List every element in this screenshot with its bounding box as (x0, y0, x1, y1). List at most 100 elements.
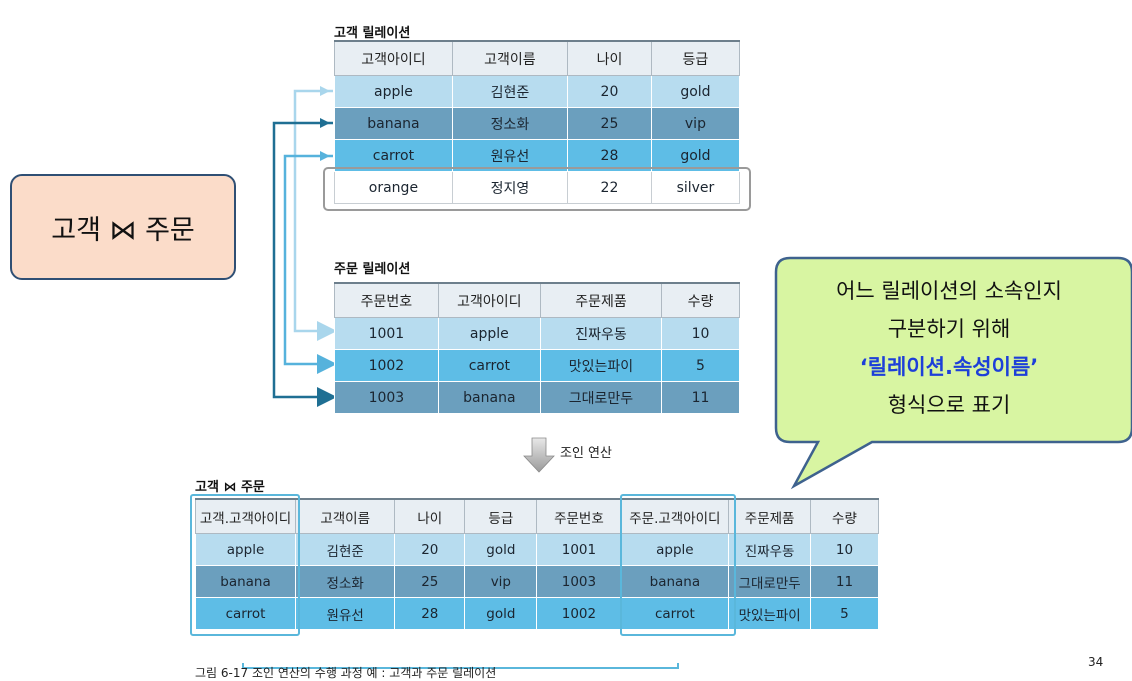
column-header: 고객이름 (451, 40, 569, 76)
column-header: 고객.고객아이디 (194, 498, 297, 534)
table-cell: 20 (394, 533, 466, 566)
table-row: apple 김현준 20 gold 1001 apple 진짜우동 10 (194, 533, 880, 566)
down-arrow-icon (523, 437, 555, 473)
table-cell: 1002 (334, 349, 439, 382)
table-cell: apple (437, 317, 541, 350)
callout-bubble (774, 256, 1132, 490)
callout-line: 형식으로 표기 (887, 393, 1011, 417)
column-header: 주문.고객아이디 (620, 498, 730, 534)
column-header: 수량 (661, 282, 740, 318)
table-row: carrot 원유선 28 gold (334, 139, 741, 172)
table-row: 1003 banana 그대로만두 11 (334, 381, 740, 414)
table-cell: 10 (809, 533, 880, 566)
result-table: 고객.고객아이디 고객이름 나이 등급 주문번호 주문.고객아이디 주문제품 수… (194, 498, 880, 630)
table-cell: 그대로만두 (728, 565, 811, 598)
order-table: 주문번호 고객아이디 주문제품 수량 1001 apple 진짜우동 10 10… (334, 282, 740, 414)
column-header: 고객아이디 (334, 40, 453, 76)
table-cell: carrot (437, 349, 541, 382)
table-cell: 원유선 (295, 597, 396, 630)
table-header-row: 고객아이디 고객이름 나이 등급 (334, 40, 741, 76)
column-header: 주문번호 (334, 282, 439, 318)
order-relation-caption: 주문 릴레이션 (334, 262, 411, 277)
table-cell: carrot (194, 597, 297, 630)
table-row: 1002 carrot 맛있는파이 5 (334, 349, 740, 382)
table-row: carrot 원유선 28 gold 1002 carrot 맛있는파이 5 (194, 597, 880, 630)
table-cell: 28 (394, 597, 466, 630)
order-customer-id-column-highlight (620, 494, 736, 636)
table-row: 1001 apple 진짜우동 10 (334, 317, 740, 350)
column-header: 주문번호 (536, 498, 622, 534)
table-cell: apple (194, 533, 297, 566)
column-header: 주문제품 (728, 498, 811, 534)
excluded-row-highlight (323, 167, 751, 211)
callout-text: 어느 릴레이션의 소속인지 구분하기 위해 ‘릴레이션.속성이름’ 형식으로 표… (780, 272, 1118, 424)
callout-emphasis: ‘릴레이션.속성이름’ (859, 355, 1039, 379)
table-cell: apple (334, 75, 453, 108)
table-cell: 김현준 (451, 75, 569, 108)
table-cell: 1002 (536, 597, 622, 630)
join-operation-label: 조인 연산 (560, 446, 612, 461)
table-cell: 1003 (334, 381, 439, 414)
column-header: 등급 (650, 40, 741, 76)
table-header-row: 고객.고객아이디 고객이름 나이 등급 주문번호 주문.고객아이디 주문제품 수… (194, 498, 880, 534)
column-header: 나이 (394, 498, 466, 534)
table-cell: 정지영 (451, 171, 569, 204)
customer-relation-caption: 고객 릴레이션 (334, 26, 411, 41)
table-cell: gold (464, 597, 538, 630)
column-header: 고객아이디 (437, 282, 541, 318)
table-cell: 정소화 (451, 107, 569, 140)
table-cell: 정소화 (295, 565, 396, 598)
table-cell: 10 (661, 317, 740, 350)
table-cell: banana (194, 565, 297, 598)
page-number: 34 (1088, 655, 1104, 669)
table-cell: carrot (620, 597, 730, 630)
callout-line: 어느 릴레이션의 소속인지 (836, 279, 1062, 303)
connector-carrot (283, 154, 337, 374)
table-header-row: 주문번호 고객아이디 주문제품 수량 (334, 282, 740, 318)
table-cell: banana (334, 107, 453, 140)
table-cell: 22 (567, 171, 652, 204)
column-link-line (242, 663, 679, 669)
column-header: 등급 (464, 498, 538, 534)
table-cell: 5 (809, 597, 880, 630)
column-header: 주문제품 (539, 282, 663, 318)
customer-table: 고객아이디 고객이름 나이 등급 apple 김현준 20 gold banan… (334, 40, 741, 204)
table-cell: 김현준 (295, 533, 396, 566)
connector-apple (293, 89, 337, 341)
column-header: 나이 (567, 40, 652, 76)
table-cell: 28 (567, 139, 652, 172)
table-cell: 11 (809, 565, 880, 598)
table-cell: 5 (661, 349, 740, 382)
join-expression-box: 고객 ⋈ 주문 (10, 174, 236, 280)
table-cell: vip (464, 565, 538, 598)
column-header: 고객이름 (295, 498, 396, 534)
table-cell: 맛있는파이 (539, 349, 663, 382)
table-cell: 맛있는파이 (728, 597, 811, 630)
figure-caption: 그림 6-17 조인 연산의 수행 과정 예 : 고객과 주문 릴레이션 (195, 666, 497, 680)
table-cell: gold (650, 75, 741, 108)
table-cell: 11 (661, 381, 740, 414)
table-cell: 1001 (334, 317, 439, 350)
table-cell: banana (437, 381, 541, 414)
table-cell: 20 (567, 75, 652, 108)
join-expression-label: 고객 ⋈ 주문 (51, 214, 195, 246)
table-cell: vip (650, 107, 741, 140)
table-row: orange 정지영 22 silver (334, 171, 741, 204)
table-cell: apple (620, 533, 730, 566)
table-cell: silver (650, 171, 741, 204)
table-cell: 진짜우동 (539, 317, 663, 350)
table-cell: gold (464, 533, 538, 566)
result-relation-caption: 고객 ⋈ 주문 (195, 480, 265, 495)
table-cell: 그대로만두 (539, 381, 663, 414)
table-cell: gold (650, 139, 741, 172)
table-cell: 25 (394, 565, 466, 598)
table-row: apple 김현준 20 gold (334, 75, 741, 108)
table-cell: orange (334, 171, 453, 204)
column-header: 수량 (809, 498, 880, 534)
table-row: banana 정소화 25 vip (334, 107, 741, 140)
customer-id-column-highlight (190, 494, 300, 636)
callout-line: 구분하기 위해 (887, 317, 1011, 341)
connector-banana (272, 121, 337, 407)
table-cell: 25 (567, 107, 652, 140)
